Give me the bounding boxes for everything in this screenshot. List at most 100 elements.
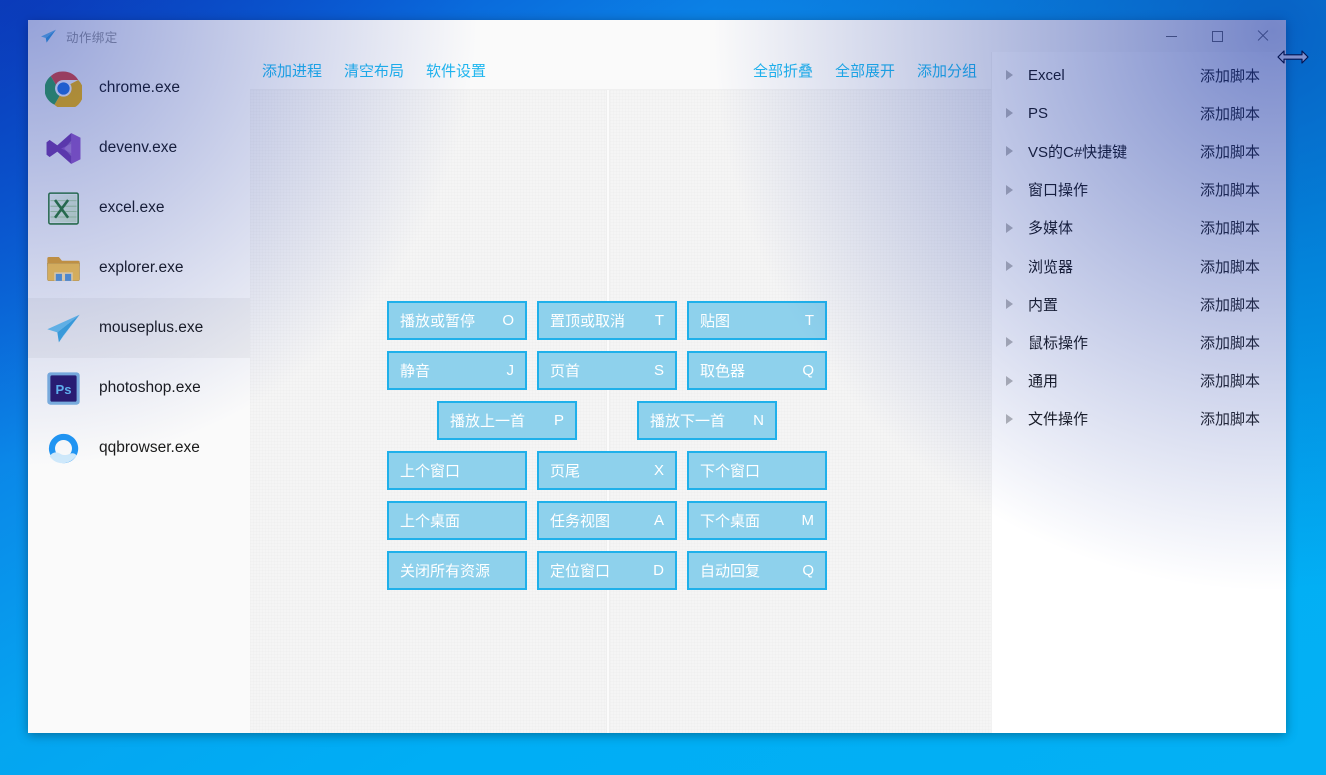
maximize-icon	[1211, 30, 1223, 42]
column-divider[interactable]	[607, 90, 609, 733]
shortcut-grid[interactable]: 播放或暂停 O 置顶或取消 T 贴图 T 静音 J	[250, 90, 991, 733]
sidebar-item-chrome[interactable]: chrome.exe	[28, 58, 250, 118]
shortcut-button-screenshot-pin[interactable]: 贴图 T	[687, 301, 827, 340]
add-group-button[interactable]: 添加分组	[916, 63, 977, 80]
add-script-button[interactable]: 添加脚本	[1199, 105, 1260, 123]
shortcut-key: Q	[802, 362, 814, 379]
tree-row[interactable]: 浏览器 添加脚本	[992, 247, 1286, 285]
chevron-right-icon[interactable]	[1006, 413, 1013, 424]
shortcut-button-task-view[interactable]: 任务视图 A	[537, 501, 677, 540]
sidebar-item-label: chrome.exe	[99, 79, 180, 96]
shortcut-label: 自动回复	[700, 563, 761, 580]
group-label: VS的C#快捷键	[1028, 143, 1128, 161]
group-label: 内置	[1028, 296, 1059, 314]
sidebar-item-label: devenv.exe	[99, 139, 178, 156]
shortcut-label: 页首	[550, 363, 581, 380]
tree-row[interactable]: Excel 添加脚本	[992, 56, 1286, 94]
shortcut-button-next-window[interactable]: 下个窗口	[687, 451, 827, 490]
add-script-button[interactable]: 添加脚本	[1199, 182, 1260, 200]
sidebar-item-devenv[interactable]: devenv.exe	[28, 118, 250, 178]
shortcut-button-next-desktop[interactable]: 下个桌面 M	[687, 501, 827, 540]
collapse-all-button[interactable]: 全部折叠	[752, 63, 813, 80]
close-button[interactable]	[1240, 20, 1286, 52]
shortcut-key: N	[753, 412, 764, 429]
chevron-right-icon[interactable]	[1006, 108, 1013, 119]
window-controls	[1148, 20, 1286, 52]
shortcut-key: A	[653, 512, 664, 529]
sidebar-item-label: mouseplus.exe	[99, 319, 204, 336]
minimize-button[interactable]	[1148, 20, 1194, 52]
add-script-button[interactable]: 添加脚本	[1199, 67, 1260, 85]
add-script-button[interactable]: 添加脚本	[1199, 143, 1260, 161]
toolbar: 添加进程 清空布局 软件设置 全部折叠 全部展开 添加分组	[250, 52, 991, 90]
sidebar-item-excel[interactable]: excel.exe	[28, 178, 250, 238]
sidebar-item-qqbrowser[interactable]: qqbrowser.exe	[28, 418, 250, 478]
title-bar-left: 动作绑定	[28, 27, 118, 46]
add-script-button[interactable]: 添加脚本	[1199, 220, 1260, 238]
chevron-right-icon[interactable]	[1006, 70, 1013, 81]
shortcut-button-next-track[interactable]: 播放下一首 N	[637, 401, 777, 440]
shortcut-button-auto-reply[interactable]: 自动回复 Q	[687, 551, 827, 590]
shortcut-label: 静音	[400, 363, 431, 380]
close-icon	[1257, 30, 1269, 42]
expand-all-button[interactable]: 全部展开	[834, 63, 895, 80]
tree-row[interactable]: 鼠标操作 添加脚本	[992, 323, 1286, 361]
shortcut-button-previous-desktop[interactable]: 上个桌面	[387, 501, 527, 540]
tree-row[interactable]: 内置 添加脚本	[992, 285, 1286, 323]
add-script-button[interactable]: 添加脚本	[1199, 258, 1260, 276]
svg-text:Ps: Ps	[55, 381, 71, 396]
clear-layout-button[interactable]: 清空布局	[344, 63, 405, 80]
add-script-button[interactable]: 添加脚本	[1199, 296, 1260, 314]
shortcut-key: T	[804, 312, 814, 329]
chevron-right-icon[interactable]	[1006, 299, 1013, 310]
add-script-button[interactable]: 添加脚本	[1199, 373, 1260, 391]
sidebar-item-label: photoshop.exe	[99, 379, 201, 396]
add-process-button[interactable]: 添加进程	[262, 63, 323, 80]
group-label: 浏览器	[1028, 258, 1074, 276]
shortcut-button-locate-window[interactable]: 定位窗口 D	[537, 551, 677, 590]
shortcut-button-previous-track[interactable]: 播放上一首 P	[437, 401, 577, 440]
shortcut-button-pin-toggle[interactable]: 置顶或取消 T	[537, 301, 677, 340]
shortcut-key: Q	[802, 562, 814, 579]
chevron-right-icon[interactable]	[1006, 146, 1013, 157]
add-script-button[interactable]: 添加脚本	[1199, 334, 1260, 352]
add-script-button[interactable]: 添加脚本	[1199, 411, 1260, 429]
tree-row[interactable]: 多媒体 添加脚本	[992, 209, 1286, 247]
tree-row[interactable]: VS的C#快捷键 添加脚本	[992, 132, 1286, 170]
maximize-button[interactable]	[1194, 20, 1240, 52]
shortcut-label: 下个窗口	[700, 463, 761, 480]
folder-icon	[45, 250, 82, 287]
visualstudio-icon	[45, 130, 82, 167]
chevron-right-icon[interactable]	[1006, 337, 1013, 348]
tree-row[interactable]: 窗口操作 添加脚本	[992, 171, 1286, 209]
shortcut-key: O	[502, 312, 514, 329]
chevron-right-icon[interactable]	[1006, 222, 1013, 233]
chevron-right-icon[interactable]	[1006, 184, 1013, 195]
shortcut-button-color-picker[interactable]: 取色器 Q	[687, 351, 827, 390]
shortcut-key: T	[654, 312, 664, 329]
sidebar-item-mouseplus[interactable]: mouseplus.exe	[28, 298, 250, 358]
shortcut-label: 关闭所有资源	[400, 563, 491, 580]
sidebar-item-explorer[interactable]: explorer.exe	[28, 238, 250, 298]
shortcut-button-previous-window[interactable]: 上个窗口	[387, 451, 527, 490]
shortcut-key: M	[801, 512, 815, 529]
tree-row[interactable]: 文件操作 添加脚本	[992, 400, 1286, 438]
shortcut-button-page-bottom[interactable]: 页尾 X	[537, 451, 677, 490]
shortcut-label: 上个桌面	[400, 513, 461, 530]
shortcut-label: 取色器	[700, 363, 746, 380]
script-groups-panel: Excel 添加脚本 PS 添加脚本 VS的C#快捷键 添加脚本 窗口操作 添加…	[991, 52, 1286, 733]
sidebar-item-photoshop[interactable]: Ps photoshop.exe	[28, 358, 250, 418]
software-settings-button[interactable]: 软件设置	[426, 63, 487, 80]
tree-row[interactable]: PS 添加脚本	[992, 94, 1286, 132]
chevron-right-icon[interactable]	[1006, 375, 1013, 386]
tree-row[interactable]: 通用 添加脚本	[992, 362, 1286, 400]
shortcut-button-play-pause[interactable]: 播放或暂停 O	[387, 301, 527, 340]
group-label: Excel	[1028, 66, 1065, 84]
shortcut-button-page-top[interactable]: 页首 S	[537, 351, 677, 390]
sidebar-item-label: excel.exe	[99, 199, 165, 216]
title-bar: 动作绑定	[28, 20, 1286, 52]
shortcut-button-close-all-resources[interactable]: 关闭所有资源	[387, 551, 527, 590]
chevron-right-icon[interactable]	[1006, 261, 1013, 272]
shortcut-button-mute[interactable]: 静音 J	[387, 351, 527, 390]
